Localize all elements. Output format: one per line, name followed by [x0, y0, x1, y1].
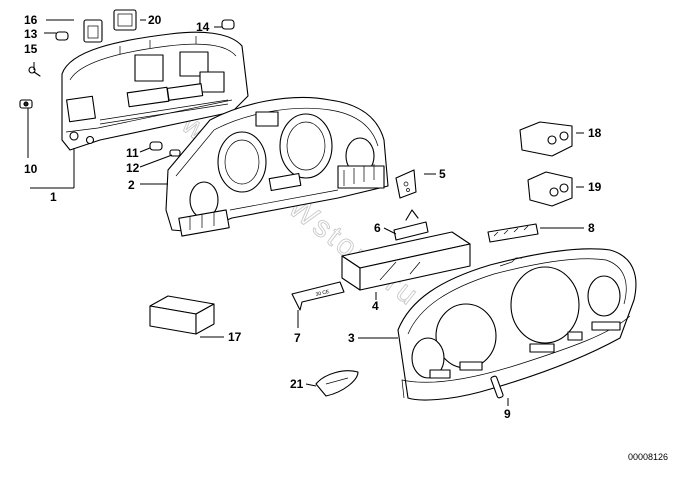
- callout-19: 19: [588, 180, 602, 194]
- part-18-connector-block: [519, 121, 573, 157]
- callout-17: 17: [228, 330, 242, 344]
- image-id: 00008126: [628, 452, 668, 462]
- leader-lines: [27, 19, 584, 406]
- callout-16: 16: [24, 13, 38, 27]
- part-10-bulb-socket: [19, 99, 33, 109]
- callout-14: 14: [196, 20, 210, 34]
- part-12-socket: [169, 149, 181, 157]
- part-13-bulb: [55, 31, 69, 41]
- callout-11: 11: [126, 146, 139, 160]
- callout-13: 13: [24, 27, 38, 41]
- part-11-bulb: [149, 141, 163, 151]
- sticker-text-part-7: 30 CE: [315, 289, 331, 298]
- callout-10: 10: [24, 162, 38, 176]
- callout-18: 18: [588, 126, 602, 140]
- callout-8: 8: [588, 221, 595, 235]
- part-9-pin: [490, 375, 504, 399]
- part-6-label-plate: [393, 209, 429, 241]
- callout-21: 21: [290, 377, 304, 391]
- part-7-sticker: 30 CE: [291, 281, 345, 311]
- callout-20: 20: [148, 13, 162, 27]
- callout-6: 6: [374, 221, 381, 235]
- callout-7: 7: [294, 331, 301, 345]
- part-21-cover: [315, 370, 359, 397]
- part-8-strip: [487, 223, 539, 243]
- callout-4: 4: [372, 299, 379, 313]
- part-19-connector-block: [527, 171, 573, 207]
- part-2-instrument-carrier: [165, 96, 389, 237]
- part-3-front-housing: [397, 248, 637, 401]
- part-4-display-holder: [341, 231, 471, 291]
- part-17-module: [149, 295, 215, 335]
- callout-3: 3: [348, 331, 355, 345]
- callout-5: 5: [439, 167, 446, 181]
- callout-1: 1: [50, 190, 57, 204]
- callout-2: 2: [128, 178, 135, 192]
- callout-12: 12: [126, 161, 140, 175]
- part-14-bulb: [221, 19, 235, 30]
- part-20-connector: [113, 9, 137, 31]
- callout-15: 15: [24, 42, 38, 56]
- part-5-bracket: [395, 169, 417, 199]
- callout-9: 9: [504, 407, 511, 421]
- part-1-rear-housing: [61, 31, 249, 151]
- part-16-connector: [83, 19, 103, 43]
